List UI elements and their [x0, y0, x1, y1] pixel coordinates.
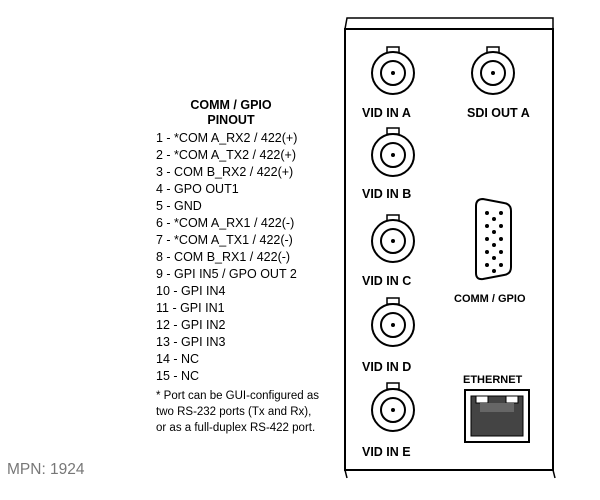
- pinout-note-line: * Port can be GUI-configured as: [156, 390, 319, 402]
- pin-item: 12 - GPI IN2: [156, 318, 226, 332]
- label-sdi-out-a: SDI OUT A: [467, 106, 530, 120]
- label-ethernet: ETHERNET: [463, 374, 523, 386]
- pinout-note-line: or as a full-duplex RS-422 port.: [156, 422, 316, 434]
- label-comm-gpio: COMM / GPIO: [454, 293, 526, 305]
- pinout-note: * Port can be GUI-configured as two RS-2…: [152, 388, 342, 436]
- label-vid-in-e: VID IN E: [362, 445, 411, 459]
- pinout-title: COMM / GPIO PINOUT: [156, 98, 306, 128]
- pin-item: 8 - COM B_RX1 / 422(-): [156, 250, 291, 264]
- pin-item: 3 - COM B_RX2 / 422(+): [156, 165, 294, 179]
- pinout-note-line: two RS-232 ports (Tx and Rx),: [156, 406, 312, 418]
- pin-item: 13 - GPI IN3: [156, 335, 226, 349]
- bnc-connector-icon: [371, 382, 415, 432]
- pin-item: 11 - GPI IN1: [156, 301, 225, 315]
- pinout-block: COMM / GPIO PINOUT 1 - *COM A_RX2 / 422(…: [152, 98, 342, 436]
- bnc-connector-icon: [371, 214, 415, 263]
- pin-item: 15 - NC: [156, 369, 200, 383]
- bnc-connector-icon: [371, 297, 415, 347]
- pin-list: 1 - *COM A_RX2 / 422(+) 2 - *COM A_TX2 /…: [152, 130, 342, 385]
- pin-item: 7 - *COM A_TX1 / 422(-): [156, 233, 293, 247]
- label-vid-in-b: VID IN B: [362, 187, 411, 201]
- panel-top-flange: [344, 17, 554, 30]
- pin-item: 4 - GPO OUT1: [156, 182, 239, 196]
- label-vid-in-d: VID IN D: [362, 360, 411, 374]
- pin-item: 10 - GPI IN4: [156, 284, 226, 298]
- pinout-title-line2: PINOUT: [207, 113, 255, 127]
- pinout-title-line1: COMM / GPIO: [190, 98, 272, 112]
- pin-item: 1 - *COM A_RX2 / 422(+): [156, 131, 298, 145]
- bnc-connector-icon: [371, 46, 415, 95]
- pin-item: 9 - GPI IN5 / GPO OUT 2: [156, 267, 297, 281]
- bnc-connector-icon: [371, 127, 415, 177]
- pin-item: 2 - *COM A_TX2 / 422(+): [156, 148, 296, 162]
- mpn-label: MPN: 1924: [7, 461, 85, 478]
- pin-item: 6 - *COM A_RX1 / 422(-): [156, 216, 295, 230]
- panel-bottom-flange: [344, 469, 556, 479]
- db15-connector-icon: [475, 197, 512, 281]
- bnc-connector-icon: [471, 46, 515, 95]
- rj45-ethernet-icon: [464, 389, 530, 443]
- label-vid-in-a: VID IN A: [362, 106, 411, 120]
- pin-item: 5 - GND: [156, 199, 202, 213]
- label-vid-in-c: VID IN C: [362, 274, 411, 288]
- pin-item: 14 - NC: [156, 352, 200, 366]
